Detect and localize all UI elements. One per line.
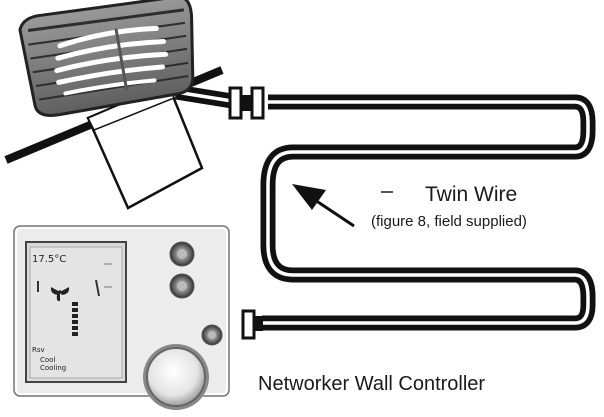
- twin-wire-title: Twin Wire: [425, 183, 518, 206]
- fan-icon: [50, 287, 70, 302]
- lcd-status-line2: Cool: [40, 356, 55, 364]
- arrow-icon: [292, 184, 355, 228]
- lcd-top-text: 17.5°C: [32, 254, 66, 265]
- connector-icon: [228, 86, 265, 120]
- connector-icon: [241, 309, 263, 340]
- wall-controller: 17.5°C Rsv Cool Cooling: [13, 225, 230, 410]
- lcd-status-line3: Cooling: [40, 364, 66, 372]
- controller-caption: Networker Wall Controller: [258, 373, 486, 395]
- fan-speed-bar: [72, 302, 78, 336]
- dial-icon: [143, 344, 209, 410]
- wall-unit-icon: [18, 0, 195, 117]
- twin-wire-cable: [174, 84, 596, 331]
- twin-wire-subtitle: (figure 8, field supplied): [371, 213, 527, 230]
- lcd-status-line1: Rsv: [32, 346, 45, 354]
